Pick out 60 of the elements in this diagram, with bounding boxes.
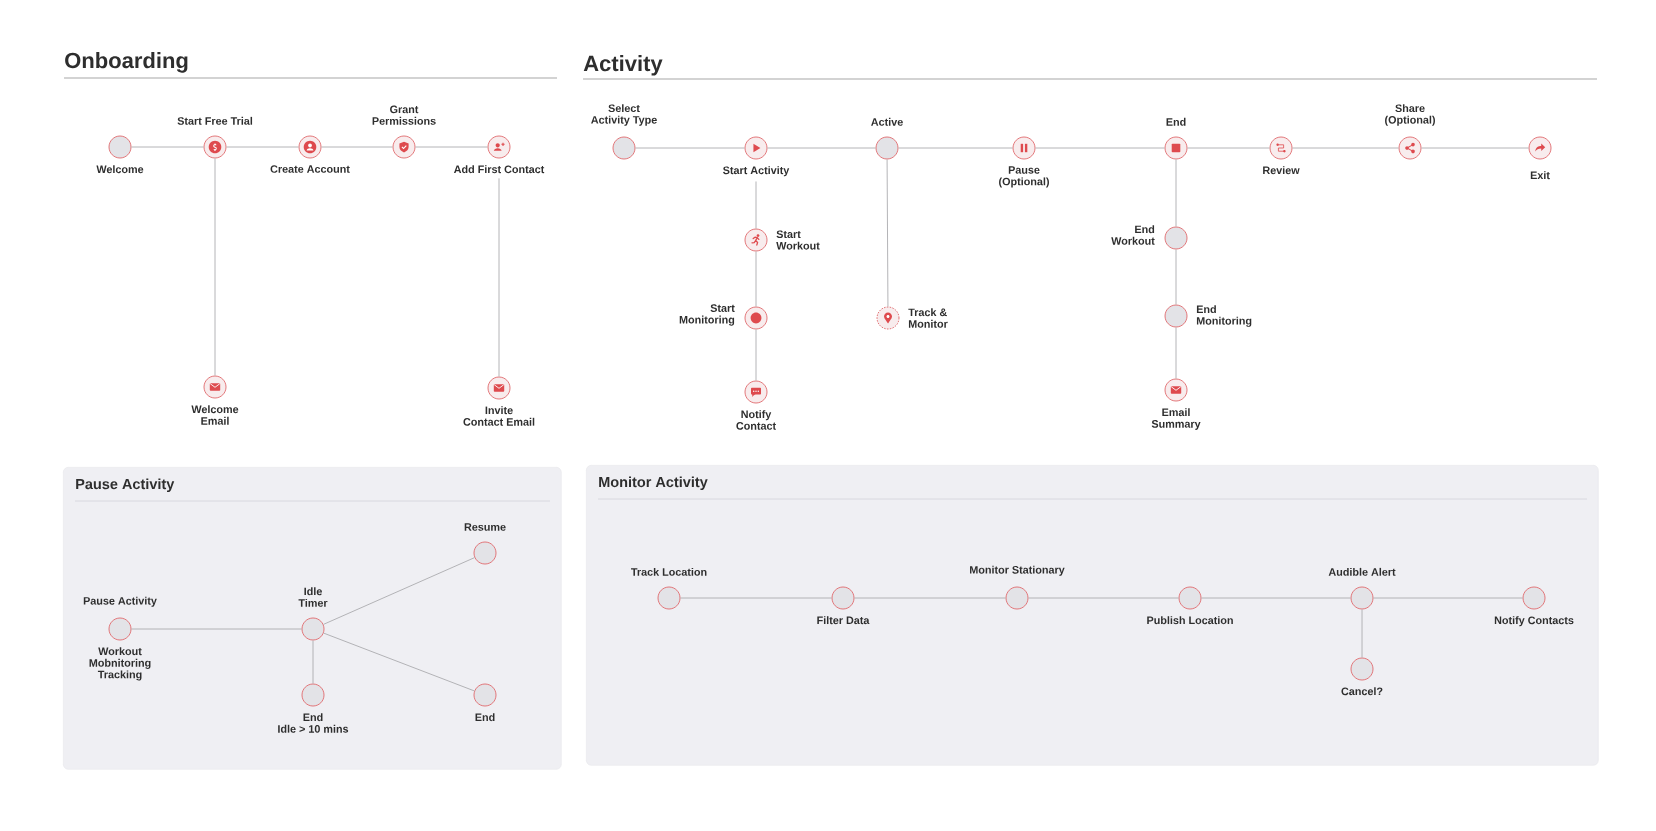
section-heading: Activity <box>583 55 663 76</box>
step-label: Workout Mobnitoring Tracking <box>89 647 151 681</box>
step-label: Cancel? <box>1341 687 1383 696</box>
connector-line <box>755 181 757 229</box>
connector-line <box>415 146 488 148</box>
connector-line <box>321 146 393 148</box>
step-label: Notify Contacts <box>1494 616 1574 627</box>
connector-line <box>1421 147 1529 149</box>
step-label: Pause Activity <box>83 596 157 607</box>
step-label: Start Activity <box>723 166 790 177</box>
connector-line <box>755 251 757 307</box>
step-label: Select Activity Type <box>591 104 657 126</box>
step-label: Start Monitoring <box>679 304 735 326</box>
step-label: Filter Data <box>817 616 870 625</box>
step-label: Monitor Stationary <box>970 565 1065 576</box>
step-label: End <box>475 713 495 722</box>
step-label: Welcome Email <box>191 405 239 425</box>
step-label: End Idle > 10 mins <box>278 713 349 733</box>
connector-line <box>635 147 745 149</box>
connector-line <box>1175 249 1177 305</box>
connector-line <box>498 177 500 377</box>
step-label: Start Workout <box>776 230 820 250</box>
step-label: End Workout <box>1111 225 1155 245</box>
step-label: Resume <box>464 523 506 531</box>
step-label: Share (Optional) <box>1385 104 1435 126</box>
connector-line <box>755 329 757 381</box>
step-label: Idle Timer <box>298 587 328 607</box>
step-label: Active <box>871 117 903 126</box>
connector-line <box>226 146 299 148</box>
connector-line <box>1292 147 1399 149</box>
connector-line <box>886 159 889 307</box>
step-label: Invite Contact Email <box>463 406 535 426</box>
connector-line <box>323 632 475 692</box>
connector-line <box>214 158 216 376</box>
connector-line <box>1035 147 1165 149</box>
step-label: Pause (Optional) <box>999 166 1049 188</box>
connector-line <box>323 557 475 625</box>
connector-line <box>1175 159 1177 227</box>
step-label: Notify Contact <box>736 410 776 430</box>
step-label: Start Free Trial <box>177 116 253 125</box>
step-label: End Monitoring <box>1196 305 1252 327</box>
connector-line <box>1175 327 1177 379</box>
step-label: Grant Permissions <box>372 105 436 125</box>
step-label: Audible Alert <box>1328 567 1396 576</box>
step-label: Welcome <box>96 165 144 174</box>
connector-line <box>131 146 204 148</box>
step-label: Add First Contact <box>454 165 545 174</box>
connector-line <box>1361 609 1363 658</box>
section-heading: Onboarding <box>65 52 188 73</box>
step-label: Track Location <box>631 567 707 576</box>
step-label: Review <box>1263 166 1300 175</box>
step-label: Email Summary <box>1151 408 1201 430</box>
step-label: Exit <box>1530 171 1550 180</box>
connector-line <box>1187 147 1270 149</box>
connector-line <box>898 147 1013 149</box>
step-label: Publish Location <box>1147 616 1233 625</box>
connector-line <box>767 147 876 149</box>
step-label: Create Account <box>270 165 350 173</box>
step-label: End <box>1166 117 1186 126</box>
step-label: Track & Monitor <box>908 308 948 328</box>
